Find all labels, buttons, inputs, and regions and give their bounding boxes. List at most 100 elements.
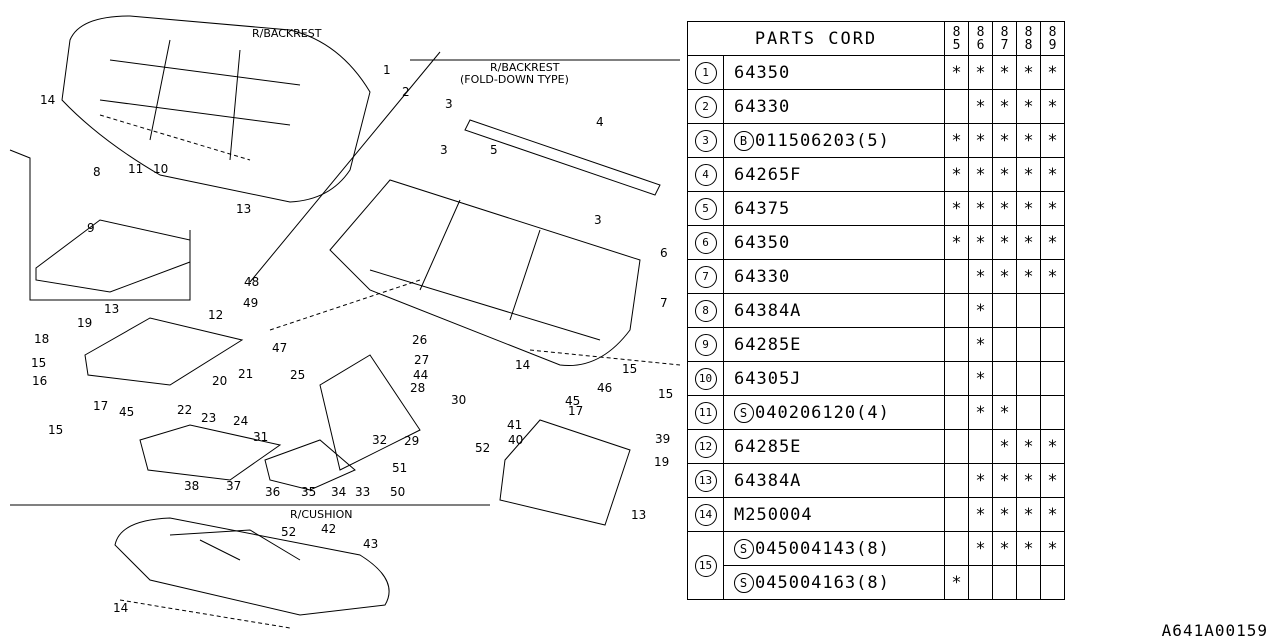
prefix-badge: S — [734, 538, 754, 559]
ref-number: 4 — [694, 164, 717, 186]
year-mark: * — [1040, 225, 1065, 260]
year-mark: * — [992, 531, 1017, 566]
year-mark: * — [1016, 531, 1041, 566]
ref-number: 13 — [694, 470, 717, 492]
callout-number: 17 — [568, 404, 583, 418]
ref-number-cell: 15 — [687, 531, 724, 600]
callout-number: 18 — [34, 332, 49, 346]
ref-number-cell: 9 — [687, 327, 724, 362]
year-mark — [992, 293, 1017, 328]
year-mark: * — [992, 55, 1017, 90]
ref-number-cell: 12 — [687, 429, 724, 464]
part-code-cell: 64285E — [723, 327, 945, 362]
part-code: 64330 — [734, 96, 791, 117]
callout-number: 1 — [383, 63, 391, 77]
callout-number: 20 — [212, 374, 227, 388]
callout-number: 44 — [413, 368, 428, 382]
callout-number: 14 — [113, 601, 128, 615]
prefix-badge: S — [734, 572, 754, 593]
callout-number: 23 — [201, 411, 216, 425]
ref-number-cell: 6 — [687, 225, 724, 260]
year-mark: * — [944, 191, 969, 226]
part-code-cell: 64350 — [723, 225, 945, 260]
label-cushion: R/CUSHION — [290, 508, 352, 521]
year-mark — [944, 327, 969, 362]
callout-number: 26 — [412, 333, 427, 347]
year-mark — [944, 463, 969, 498]
year-mark — [944, 497, 969, 532]
year-mark: * — [1040, 157, 1065, 192]
callout-number: 3 — [440, 143, 448, 157]
callout-number: 45 — [565, 394, 580, 408]
callout-number: 13 — [104, 302, 119, 316]
callout-number: 43 — [363, 537, 378, 551]
year-mark: * — [968, 463, 993, 498]
year-mark: * — [992, 191, 1017, 226]
year-mark: * — [968, 225, 993, 260]
year-mark: * — [992, 429, 1017, 464]
year-mark — [968, 565, 993, 600]
ref-number-cell: 4 — [687, 157, 724, 192]
callout-number: 52 — [475, 441, 490, 455]
callout-number: 24 — [233, 414, 248, 428]
year-mark: * — [1016, 463, 1041, 498]
callout-number: 17 — [93, 399, 108, 413]
year-mark — [1040, 395, 1065, 430]
callout-number: 28 — [410, 381, 425, 395]
ref-number-cell: 5 — [687, 191, 724, 226]
year-mark: * — [968, 327, 993, 362]
callout-number: 19 — [654, 455, 669, 469]
year-mark: * — [968, 497, 993, 532]
part-code-cell: 64384A — [723, 293, 945, 328]
ref-number-cell: 8 — [687, 293, 724, 328]
part-code: 64285E — [734, 436, 802, 457]
subassembly-box — [9, 149, 191, 301]
callout-number: 13 — [631, 508, 646, 522]
ref-number: 7 — [694, 266, 717, 288]
ref-number-cell: 10 — [687, 361, 724, 396]
callout-number: 6 — [660, 246, 668, 260]
year-mark: * — [992, 259, 1017, 294]
year-mark: * — [968, 395, 993, 430]
year-mark: * — [1040, 497, 1065, 532]
year-mark: * — [944, 55, 969, 90]
year-mark: * — [992, 395, 1017, 430]
callout-number: 14 — [515, 358, 530, 372]
year-mark: * — [1016, 191, 1041, 226]
cushion-outline — [114, 517, 390, 616]
backrest-outline — [61, 15, 371, 203]
year-mark: * — [1040, 89, 1065, 124]
part-code-cell: 64285E — [723, 429, 945, 464]
year-mark — [992, 327, 1017, 362]
part-code: 011506203(5) — [755, 130, 890, 151]
year-mark — [944, 395, 969, 430]
callout-number: 15 — [658, 387, 673, 401]
part-code-cell: 64305J — [723, 361, 945, 396]
ref-number-cell: 2 — [687, 89, 724, 124]
part-code-cell: 64350 — [723, 55, 945, 90]
year-mark: * — [1040, 429, 1065, 464]
part-code-cell: 64265F — [723, 157, 945, 192]
year-mark: * — [968, 293, 993, 328]
callout-number: 47 — [272, 341, 287, 355]
callout-number: 22 — [177, 403, 192, 417]
part-code: M250004 — [734, 504, 813, 525]
year-mark: * — [1016, 89, 1041, 124]
year-mark: * — [944, 565, 969, 600]
year-mark: * — [944, 123, 969, 158]
